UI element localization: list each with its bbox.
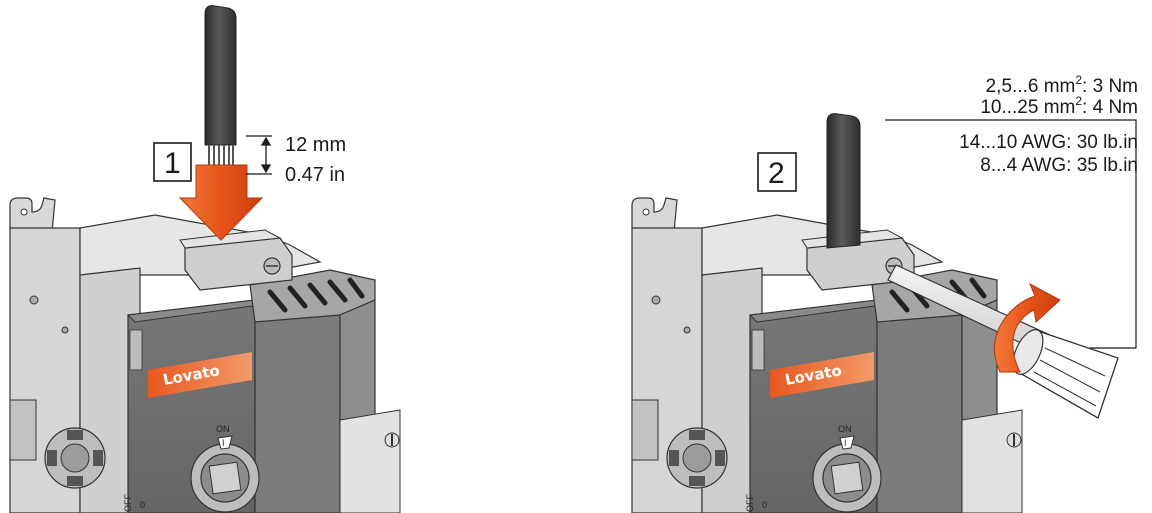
torque-metric-1-range: 2,5...6 mm — [986, 76, 1076, 97]
torque-metric-1: 2,5...6 mm2: 3 Nm — [986, 73, 1138, 97]
svg-text:2,5...6 mm2: 3 Nm: 2,5...6 mm2: 3 Nm — [986, 73, 1138, 97]
insert-arrow — [178, 164, 264, 241]
torque-metric-2-range: 10...25 mm — [980, 97, 1075, 118]
torque-metric-2: 10...25 mm2: 4 Nm — [980, 94, 1138, 118]
strip-length-mm: 12 mm — [285, 134, 346, 156]
switch-on-mark-2: I — [844, 438, 847, 448]
strip-length-in: 0.47 in — [285, 164, 345, 186]
step-number-box-1 — [153, 142, 192, 182]
switch-off-label-2: OFF — [745, 494, 755, 512]
cable-1 — [204, 5, 237, 172]
svg-text:10...25 mm2: 4 Nm: 10...25 mm2: 4 Nm — [980, 94, 1138, 118]
switch-off-mark-2: 0 — [762, 500, 767, 510]
switch-off-label-1: OFF — [123, 494, 133, 512]
step-number-1: 1 — [164, 147, 181, 180]
step2-panel: Lovato ON I OFF 0 2,5...6 mm2: 3 Nm — [632, 73, 1138, 513]
torque-imperial-1: 14...10 AWG: 30 lb.in — [959, 132, 1138, 153]
motor-starter-device-1 — [10, 198, 400, 513]
tighten-arrow — [993, 282, 1061, 373]
torque-imperial-2: 8...4 AWG: 35 lb.in — [980, 155, 1138, 176]
switch-on-label-1: ON — [216, 424, 230, 434]
torque-leader-line — [885, 119, 1137, 349]
switch-on-mark-1: I — [222, 438, 225, 448]
screwdriver — [887, 264, 1119, 419]
step-number-box-2 — [757, 152, 797, 192]
step1-panel: Lovato ON I OFF 0 — [10, 5, 400, 513]
torque-metric-2-sup: 2 — [1075, 94, 1082, 108]
cable-2 — [826, 113, 861, 249]
switch-off-mark-1: 0 — [140, 500, 145, 510]
switch-on-label-2: ON — [838, 424, 852, 434]
strip-length-dimension — [246, 135, 272, 175]
torque-metric-1-sup: 2 — [1075, 73, 1082, 87]
torque-metric-2-value: : 4 Nm — [1082, 97, 1138, 118]
step-number-2: 2 — [768, 157, 785, 190]
torque-metric-1-value: : 3 Nm — [1082, 76, 1138, 97]
